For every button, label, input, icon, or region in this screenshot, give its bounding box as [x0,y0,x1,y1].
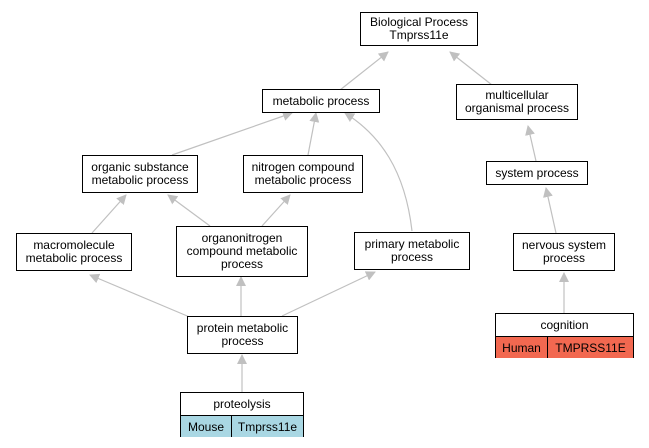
node-nervous-system-process[interactable]: nervous system process [513,233,615,271]
node-multicellular-organismal-process[interactable]: multicellular organismal process [456,84,578,120]
edge-organonitrogen-to-organic [167,194,211,227]
edge-macromolecule-to-organic [91,194,127,234]
proteolysis-annotation-row: Mouse Tmprss11e [181,415,303,437]
node-primary-metabolic-process[interactable]: primary metabolic process [354,232,470,270]
cognition-species-cell: Human [496,337,547,358]
edge-organic-to-metabolic [171,111,293,156]
edge-system-to-multicellular [525,125,537,162]
node-biological-process-root[interactable]: Biological Process Tmprss11e [360,12,478,46]
cognition-gene-cell: TMPRSS11E [547,337,633,358]
edge-metabolic-to-root [339,51,389,91]
node-organic-substance-metabolic-process[interactable]: organic substance metabolic process [82,155,198,193]
edge-organonitrogen-to-nitrogen [261,194,291,227]
edge-primary-to-metabolic [344,112,413,232]
node-system-process[interactable]: system process [486,161,588,185]
proteolysis-label: proteolysis [213,397,271,411]
edge-protein-to-primary [281,271,376,317]
node-protein-metabolic-process[interactable]: protein metabolic process [187,316,298,354]
edge-protein-to-macromolecule [89,273,193,319]
node-nitrogen-compound-metabolic-process[interactable]: nitrogen compound metabolic process [243,155,363,193]
node-organonitrogen-compound-metabolic-process[interactable]: organonitrogen compound metabolic proces… [176,226,308,277]
cognition-annotation-row: Human TMPRSS11E [496,336,633,358]
cognition-label: cognition [540,318,589,332]
edge-multicellular-to-root [449,51,493,86]
edge-nervous-to-system [543,187,557,234]
node-cognition[interactable]: cognition Human TMPRSS11E [495,313,634,358]
proteolysis-gene-cell: Tmprss11e [231,416,303,437]
node-macromolecule-metabolic-process[interactable]: macromolecule metabolic process [16,233,132,271]
proteolysis-species-cell: Mouse [181,416,231,437]
edge-nitrogen-to-metabolic [307,112,320,156]
node-metabolic-process[interactable]: metabolic process [262,89,380,113]
node-proteolysis[interactable]: proteolysis Mouse Tmprss11e [180,392,304,437]
